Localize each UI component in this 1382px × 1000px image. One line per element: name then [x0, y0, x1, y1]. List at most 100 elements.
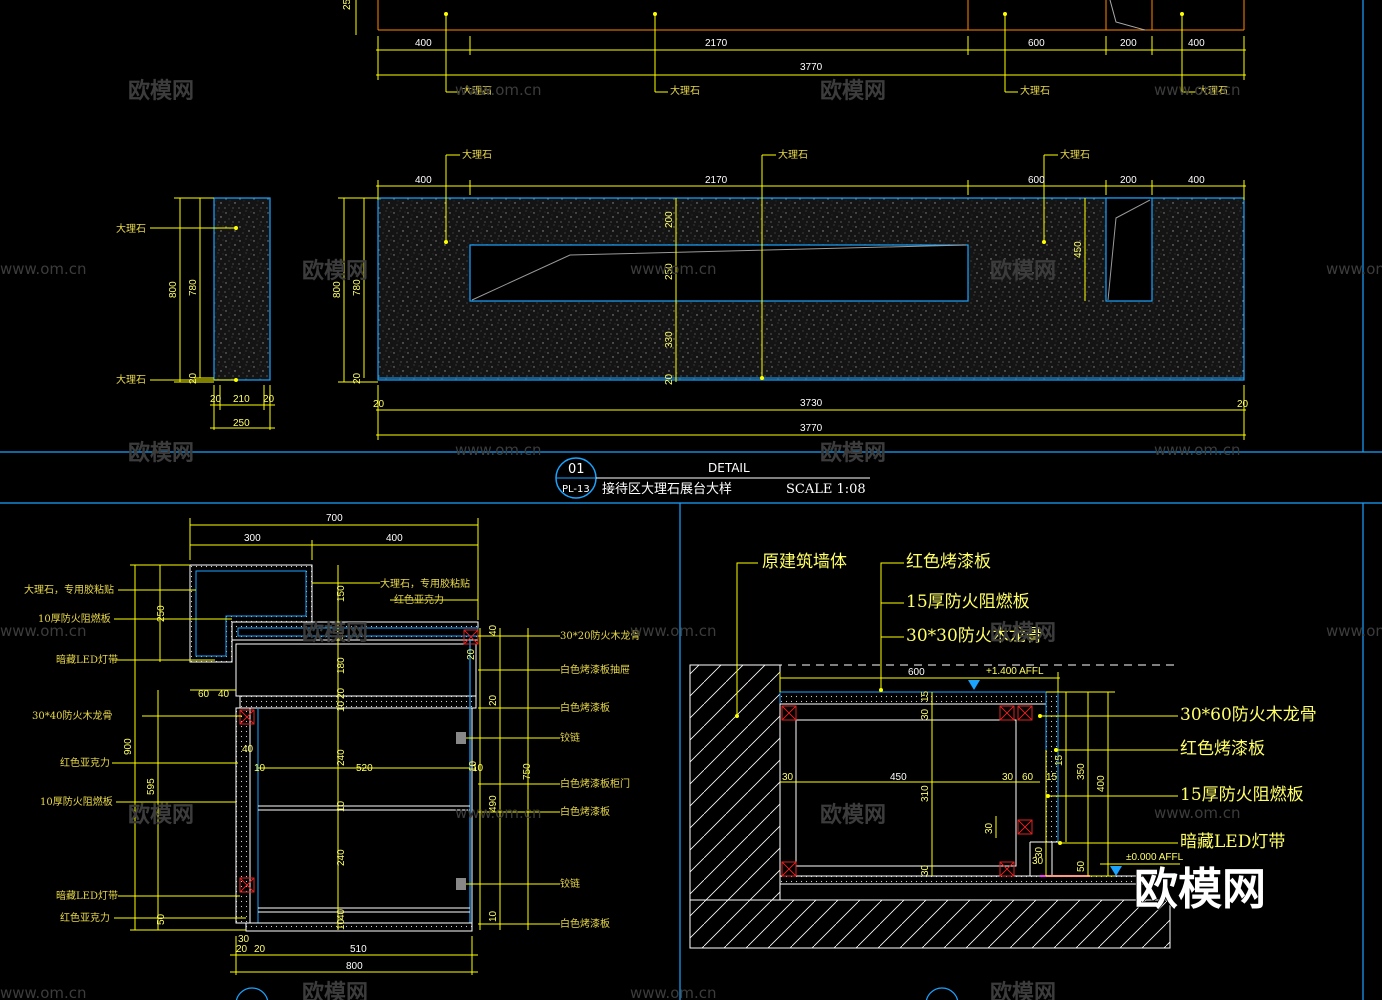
elev-dim: 200 — [1120, 175, 1137, 186]
sec-vdim: 15 — [1054, 754, 1065, 766]
detail-number: 01 — [568, 462, 585, 477]
top-dim: 400 — [415, 38, 432, 49]
marble-label: 大理石 — [1060, 148, 1090, 161]
inner-hdim: 40 — [242, 744, 254, 755]
right-vdim: 20 — [466, 648, 477, 660]
watermark-cn: 欧模网 — [820, 440, 886, 466]
sec-label: 红色亚克力 — [60, 911, 110, 924]
watermark-cn: 欧模网 — [302, 620, 368, 646]
sec-label: 暗藏LED灯带 — [56, 653, 118, 666]
marble-label: 大理石 — [462, 84, 492, 97]
inner-vdim: 240 — [336, 849, 347, 866]
watermark-url: www.om.cn — [455, 804, 542, 822]
sec-vdim: 310 — [920, 785, 931, 802]
sec-hdim: 600 — [908, 667, 925, 678]
side-elevation: 大理石 大理石 800 780 20 20 210 20 250 — [116, 197, 275, 430]
inner-vdim: 240 — [336, 749, 347, 766]
inner-vdim: 330 — [664, 331, 675, 348]
marble-label: 大理石 — [1020, 84, 1050, 97]
marble-label: 大理石 — [462, 148, 492, 161]
sec-label: 10厚防火阻燃板 — [40, 795, 113, 808]
elev-dim: 2170 — [705, 175, 728, 186]
detail-scale: SCALE 1:08 — [786, 482, 866, 497]
wall-label: 原建筑墙体 — [762, 552, 847, 572]
elev-vdim: 780 — [352, 279, 363, 296]
bottom-dim: 3730 — [800, 398, 823, 409]
bottom-hdim: 20 — [236, 944, 248, 955]
watermark-url: www.om.cn — [455, 441, 542, 459]
inner-hdim: 10 — [254, 763, 266, 774]
watermark-url: www.om.cn — [1326, 260, 1382, 278]
detail-name: 接待区大理石展台大样 — [602, 481, 732, 497]
sec-label: 红色亚克力 — [394, 593, 444, 606]
sec-vdim: 30 — [920, 864, 931, 876]
board-label: 15厚防火阻燃板 — [906, 592, 1030, 612]
sec-label: 30*40防火木龙骨 — [32, 709, 112, 722]
watermark-url: www.om.cn — [1154, 81, 1241, 99]
top-partial-plan: 25 400 2170 600 200 400 3770 大理石 大理石 大理石… — [342, 0, 1246, 97]
sec-vdim: 30 — [1034, 846, 1045, 858]
watermark-layer: 欧模网 www.om.cn 欧模网 www.om.cn www.om.cn 欧模… — [0, 78, 1382, 1000]
detail-heading: DETAIL — [708, 461, 750, 475]
top-dim: 600 — [1028, 38, 1045, 49]
watermark-url: www.om.cn — [0, 260, 87, 278]
side-hdim: 210 — [233, 394, 250, 405]
keel-label: 30*30防火木龙骨 — [906, 626, 1043, 646]
sec-label: 大理石，专用胶粘贴 — [380, 577, 470, 590]
side-hdim: 20 — [210, 394, 222, 405]
inner-vdim: 150 — [336, 585, 347, 602]
right-section-detail: 原建筑墙体 红色烤漆板 15厚防火阻燃板 30*30防火木龙骨 30*60防火木… — [689, 552, 1317, 1000]
inner-hdim: 40 — [218, 689, 230, 700]
sec-vdim: 350 — [1076, 763, 1087, 780]
watermark-cn: 欧模网 — [820, 802, 886, 828]
inner-vdim: 250 — [664, 263, 675, 280]
bottom-total: 800 — [346, 961, 363, 972]
sec-dim: 300 — [244, 533, 261, 544]
inner-hdim: 520 — [356, 763, 373, 774]
sec-vdim: 30 — [920, 708, 931, 720]
sec-label: 铰链 — [560, 877, 580, 890]
right-vdim: 40 — [488, 624, 499, 636]
sec-vdim: 595 — [146, 778, 157, 795]
sec-label: 白色烤漆板 — [560, 701, 610, 714]
top-dim: 400 — [1188, 38, 1205, 49]
paint-label: 红色烤漆板 — [1180, 739, 1265, 759]
sec-hdim: 30 — [1002, 772, 1014, 783]
marble-label: 大理石 — [670, 84, 700, 97]
side-hdim: 20 — [263, 394, 275, 405]
watermark-cn: 欧模网 — [128, 78, 194, 104]
level-top: +1.400 AFFL — [986, 666, 1044, 677]
right-vdim: 10 — [468, 760, 479, 772]
sec-dim: 400 — [386, 533, 403, 544]
top-dim: 2170 — [705, 38, 728, 49]
bottom-total: 3770 — [800, 423, 823, 434]
marble-label: 大理石 — [116, 373, 146, 386]
sec-label: 白色烤漆板 — [560, 805, 610, 818]
watermark-cn: 欧模网 — [302, 980, 368, 1000]
sec-label: 白色烤漆板抽屉 — [560, 663, 630, 676]
paint-label: 红色烤漆板 — [906, 552, 991, 572]
side-vdim: 20 — [188, 372, 199, 384]
watermark-cn: 欧模网 — [990, 620, 1056, 646]
side-vdim: 780 — [188, 279, 199, 296]
watermark-logo: 欧模网 — [1134, 864, 1266, 915]
detail-title-block: 01 PL-13 DETAIL 接待区大理石展台大样 SCALE 1:08 — [555, 457, 870, 499]
keel-label: 30*60防火木龙骨 — [1180, 705, 1317, 725]
bottom-hdim: 510 — [350, 944, 367, 955]
top-dim: 200 — [1120, 38, 1137, 49]
bottom-dim: 20 — [373, 399, 385, 410]
sec-label: 白色烤漆板柜门 — [560, 777, 630, 790]
top-total: 3770 — [800, 62, 823, 73]
side-vdim: 800 — [168, 281, 179, 298]
inner-hdim: 60 — [198, 689, 210, 700]
watermark-cn: 欧模网 — [990, 258, 1056, 284]
sec-dim: 700 — [326, 513, 343, 524]
sec-label: 10厚防火阻燃板 — [38, 612, 111, 625]
front-elevation: 大理石 大理石 大理石 400 2170 600 200 400 200 250… — [332, 148, 1249, 440]
right-vdim: 20 — [488, 694, 499, 706]
right-vdim: 10 — [488, 910, 499, 922]
side-total: 250 — [233, 418, 250, 429]
inner-vdim: 10 — [336, 918, 347, 930]
